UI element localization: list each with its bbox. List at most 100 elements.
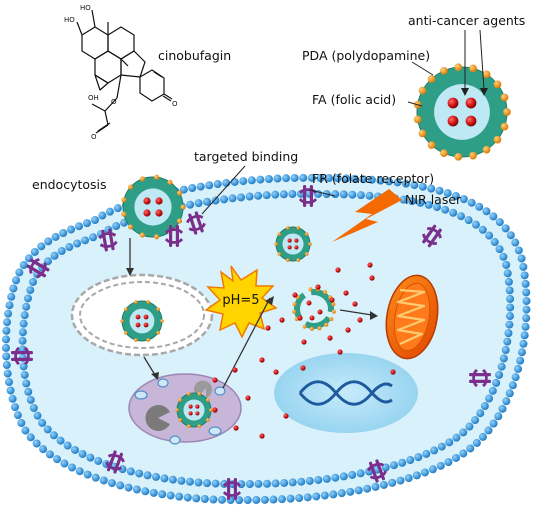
- endosome-nanoparticle: [120, 300, 164, 342]
- phospholipid-head: [18, 328, 27, 337]
- phospholipid-head: [444, 458, 453, 467]
- phospholipid-head: [516, 356, 525, 365]
- phospholipid-head: [520, 331, 529, 340]
- phospholipid-head: [68, 463, 77, 472]
- phospholipid-head: [15, 268, 24, 277]
- phospholipid-head: [478, 225, 487, 234]
- phospholipid-head: [356, 469, 365, 478]
- phospholipid-head: [269, 495, 278, 504]
- phospholipid-head: [451, 453, 460, 462]
- phospholipid-head: [239, 177, 248, 186]
- phospholipid-head: [396, 476, 405, 485]
- folate-receptor-icon: [299, 185, 317, 207]
- phospholipid-head: [389, 461, 398, 470]
- phospholipid-head: [26, 286, 35, 295]
- phospholipid-head: [418, 182, 427, 191]
- phospholipid-head: [203, 197, 212, 206]
- phospholipid-head: [1, 343, 10, 352]
- phospholipid-head: [443, 189, 452, 198]
- phospholipid-head: [410, 181, 419, 190]
- phospholipid-head: [4, 309, 13, 318]
- phospholipid-head: [452, 433, 461, 442]
- phospholipid-head: [185, 477, 194, 486]
- phospholipid-head: [514, 246, 523, 255]
- phospholipid-head: [414, 453, 423, 462]
- phospholipid-head: [282, 174, 291, 183]
- phospholipid-head: [367, 175, 376, 184]
- phospholipid-head: [416, 198, 425, 207]
- phospholipid-head: [132, 485, 141, 494]
- phospholipid-head: [494, 412, 503, 421]
- cell: [1, 173, 531, 505]
- phospholipid-head: [495, 370, 504, 379]
- phospholipid-head: [522, 288, 531, 297]
- phospholipid-head: [188, 184, 197, 193]
- phospholipid-head: [505, 312, 514, 321]
- o-ring-label: O: [111, 98, 117, 106]
- phospholipid-head: [124, 483, 133, 492]
- phospholipid-head: [39, 445, 48, 454]
- phospholipid-head: [307, 173, 316, 182]
- phospholipid-head: [220, 195, 229, 204]
- phospholipid-head: [484, 426, 493, 435]
- anti-cancer-agents-label: anti-cancer agents: [408, 13, 525, 28]
- phospholipid-head: [113, 204, 122, 213]
- phospholipid-head: [505, 389, 514, 398]
- phospholipid-head: [116, 481, 125, 490]
- phospholipid-head: [235, 496, 244, 505]
- phospholipid-head: [489, 419, 498, 428]
- phospholipid-head: [464, 216, 473, 225]
- phospholipid-head: [56, 436, 65, 445]
- process-arrows: [126, 238, 378, 389]
- phospholipid-head: [346, 487, 355, 496]
- phospholipid-head: [228, 194, 237, 203]
- phospholipid-head: [459, 195, 468, 204]
- phospholipid-head: [230, 177, 239, 186]
- phospholipid-head: [44, 237, 53, 246]
- phospholipid-head: [94, 456, 103, 465]
- phospholipid-head: [2, 352, 11, 361]
- phospholipid-head: [503, 337, 512, 346]
- folate-receptor-icon: [367, 459, 387, 483]
- phospholipid-head: [485, 231, 494, 240]
- phospholipid-head: [194, 478, 203, 487]
- phospholipid-head: [211, 479, 220, 488]
- phospholipid-head: [21, 426, 30, 435]
- phospholipid-head: [472, 438, 481, 447]
- phospholipid-head: [502, 260, 511, 269]
- phospholipid-head: [441, 205, 450, 214]
- phospholipid-head: [522, 314, 531, 323]
- phospholipid-head: [514, 364, 523, 373]
- phospholipid-head: [407, 197, 416, 206]
- phospholipid-head: [9, 284, 18, 293]
- phospholipid-head: [105, 207, 114, 216]
- phospholipid-head: [290, 173, 299, 182]
- phospholipid-head: [365, 191, 374, 200]
- phospholipid-head: [83, 470, 92, 479]
- phospholipid-head: [26, 433, 35, 442]
- phospholipid-head: [420, 468, 429, 477]
- phospholipid-head: [506, 303, 515, 312]
- ho-top-label: HO: [80, 4, 91, 12]
- folate-receptor-icon: [105, 450, 125, 474]
- nir-laser-label: NIR laser: [405, 192, 462, 207]
- phospholipid-head: [168, 475, 177, 484]
- phospholipid-head: [324, 174, 333, 183]
- phospholipid-head: [393, 178, 402, 187]
- phospholipid-head: [288, 189, 297, 198]
- phospholipid-head: [20, 311, 29, 320]
- phospholipid-head: [505, 286, 514, 295]
- phospholipid-head: [522, 305, 531, 314]
- phospholipid-head: [331, 473, 340, 482]
- released-drug-molecules: [212, 262, 396, 439]
- phospholipid-head: [217, 495, 226, 504]
- phospholipid-head: [505, 320, 514, 329]
- phospholipid-head: [322, 474, 331, 483]
- phospholipid-head: [381, 463, 390, 472]
- phospholipid-head: [457, 212, 466, 221]
- phospholipid-head: [466, 444, 475, 453]
- phospholipid-head: [488, 386, 497, 395]
- folate-receptor-icon: [26, 258, 50, 278]
- phospholipid-head: [499, 354, 508, 363]
- phospholipid-head: [49, 431, 58, 440]
